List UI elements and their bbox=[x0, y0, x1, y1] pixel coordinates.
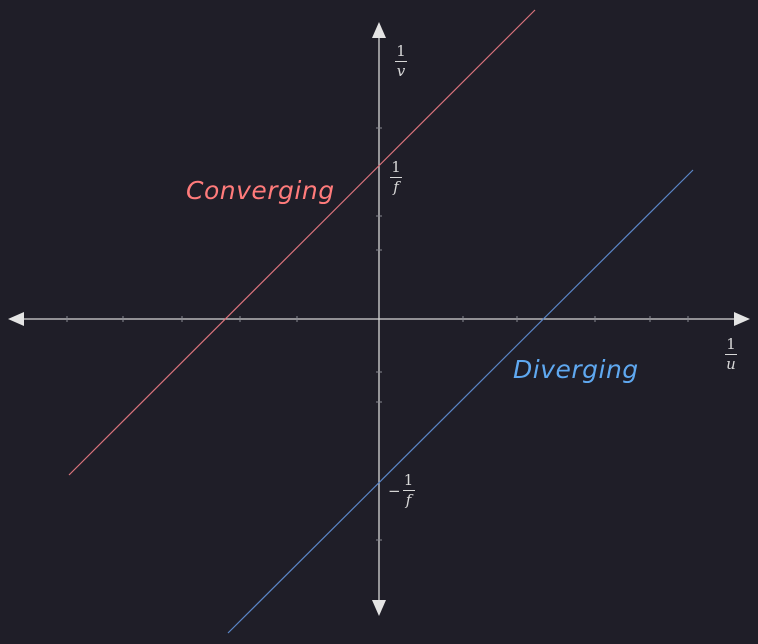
arrow-down-icon bbox=[372, 600, 386, 616]
y-intercept-negative-label: − 1 f bbox=[388, 473, 415, 508]
x-axis-label: 1 u bbox=[725, 337, 737, 372]
converging-line bbox=[68, 9, 536, 476]
diverging-line bbox=[227, 169, 694, 634]
diverging-label: Diverging bbox=[513, 355, 639, 384]
y-intercept-negative-sign: − bbox=[388, 481, 401, 500]
y-axis-label-num: 1 bbox=[396, 42, 406, 60]
x-axis-label-num: 1 bbox=[726, 335, 736, 353]
y-intercept-positive-label: 1 f bbox=[388, 160, 402, 195]
arrow-up-icon bbox=[372, 22, 386, 38]
y-intercept-positive-num: 1 bbox=[391, 158, 401, 176]
y-ticks bbox=[376, 127, 382, 541]
y-axis-label-den: v bbox=[396, 62, 406, 80]
y-axis-label: 1 v bbox=[395, 44, 407, 79]
x-ticks bbox=[66, 316, 689, 322]
converging-label: Converging bbox=[186, 176, 335, 205]
arrow-right-icon bbox=[734, 312, 750, 326]
x-axis-label-den: u bbox=[726, 355, 736, 373]
y-intercept-negative-den: f bbox=[405, 491, 412, 509]
y-intercept-negative-num: 1 bbox=[403, 471, 414, 489]
arrow-left-icon bbox=[8, 312, 24, 326]
y-intercept-positive-den: f bbox=[393, 178, 399, 196]
